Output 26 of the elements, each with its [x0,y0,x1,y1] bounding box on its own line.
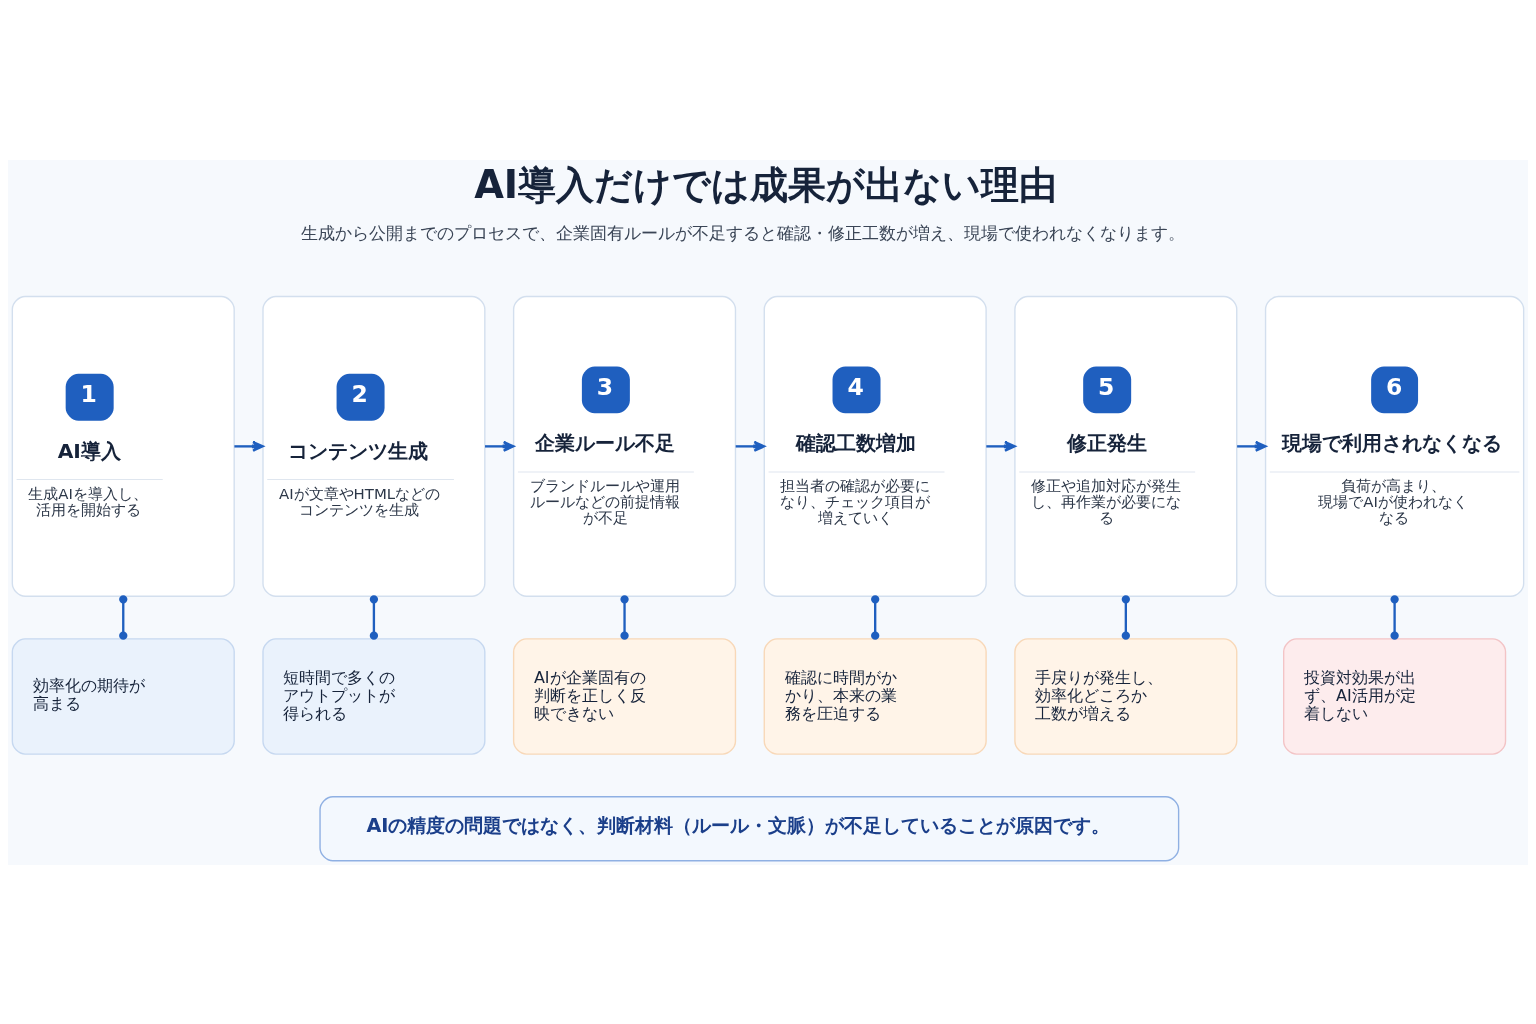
diagram-title: AI導入だけでは成果が出ない理由 [474,161,1058,207]
connector [871,594,880,640]
node-box: 確認に時間がかかり、本来の業務を圧迫する [763,637,987,755]
connector [1121,594,1130,640]
node-box: 効率化の期待が高まる [11,637,235,755]
node-box: 投資対効果が出ず、AI活用が定着しない [1283,637,1507,755]
connector [1390,594,1399,640]
connector [119,594,128,640]
node-box: AIが企業固有の判断を正しく反映できない [512,637,737,755]
node-box: 6 現場で利用されなくなる 負荷が高まり、現場でAIが使われなくなる [1264,295,1525,597]
label: 生成から公開までのプロセスで、企業固有ルールが不足すると確認・修正工数が増え、現場で使われなくなります。 [301,222,1186,243]
arrow [986,440,1016,452]
node-box: 手戻りが発生し、効率化どころか工数が増える [1014,637,1238,755]
arrow [485,440,515,452]
node-box: AIの精度の問題ではなく、判断材料（ルール・文脈）が不足していることが原因です。 [319,795,1180,861]
node-box: 5 修正発生 修正や追加対応が発生し、再作業が必要になる [1014,295,1238,597]
arrow [735,440,766,452]
node-box: 1 AI導入 生成AIを導入し、活用を開始する [11,295,235,597]
connector [620,594,629,640]
arrow [234,440,264,452]
node-box: 4 確認工数増加 担当者の確認が必要になり、チェック項目が増えていく [763,295,987,597]
node-box: 3 企業ルール不足 ブランドルールや運用ルールなどの前提情報が不足 [512,295,737,597]
arrow [1237,440,1267,452]
connector [369,594,379,640]
node-box: 短時間で多くのアウトプットが得られる [262,637,486,755]
node-box: 2 コンテンツ生成 AIが文章やHTMLなどのコンテンツを生成 [262,295,486,597]
